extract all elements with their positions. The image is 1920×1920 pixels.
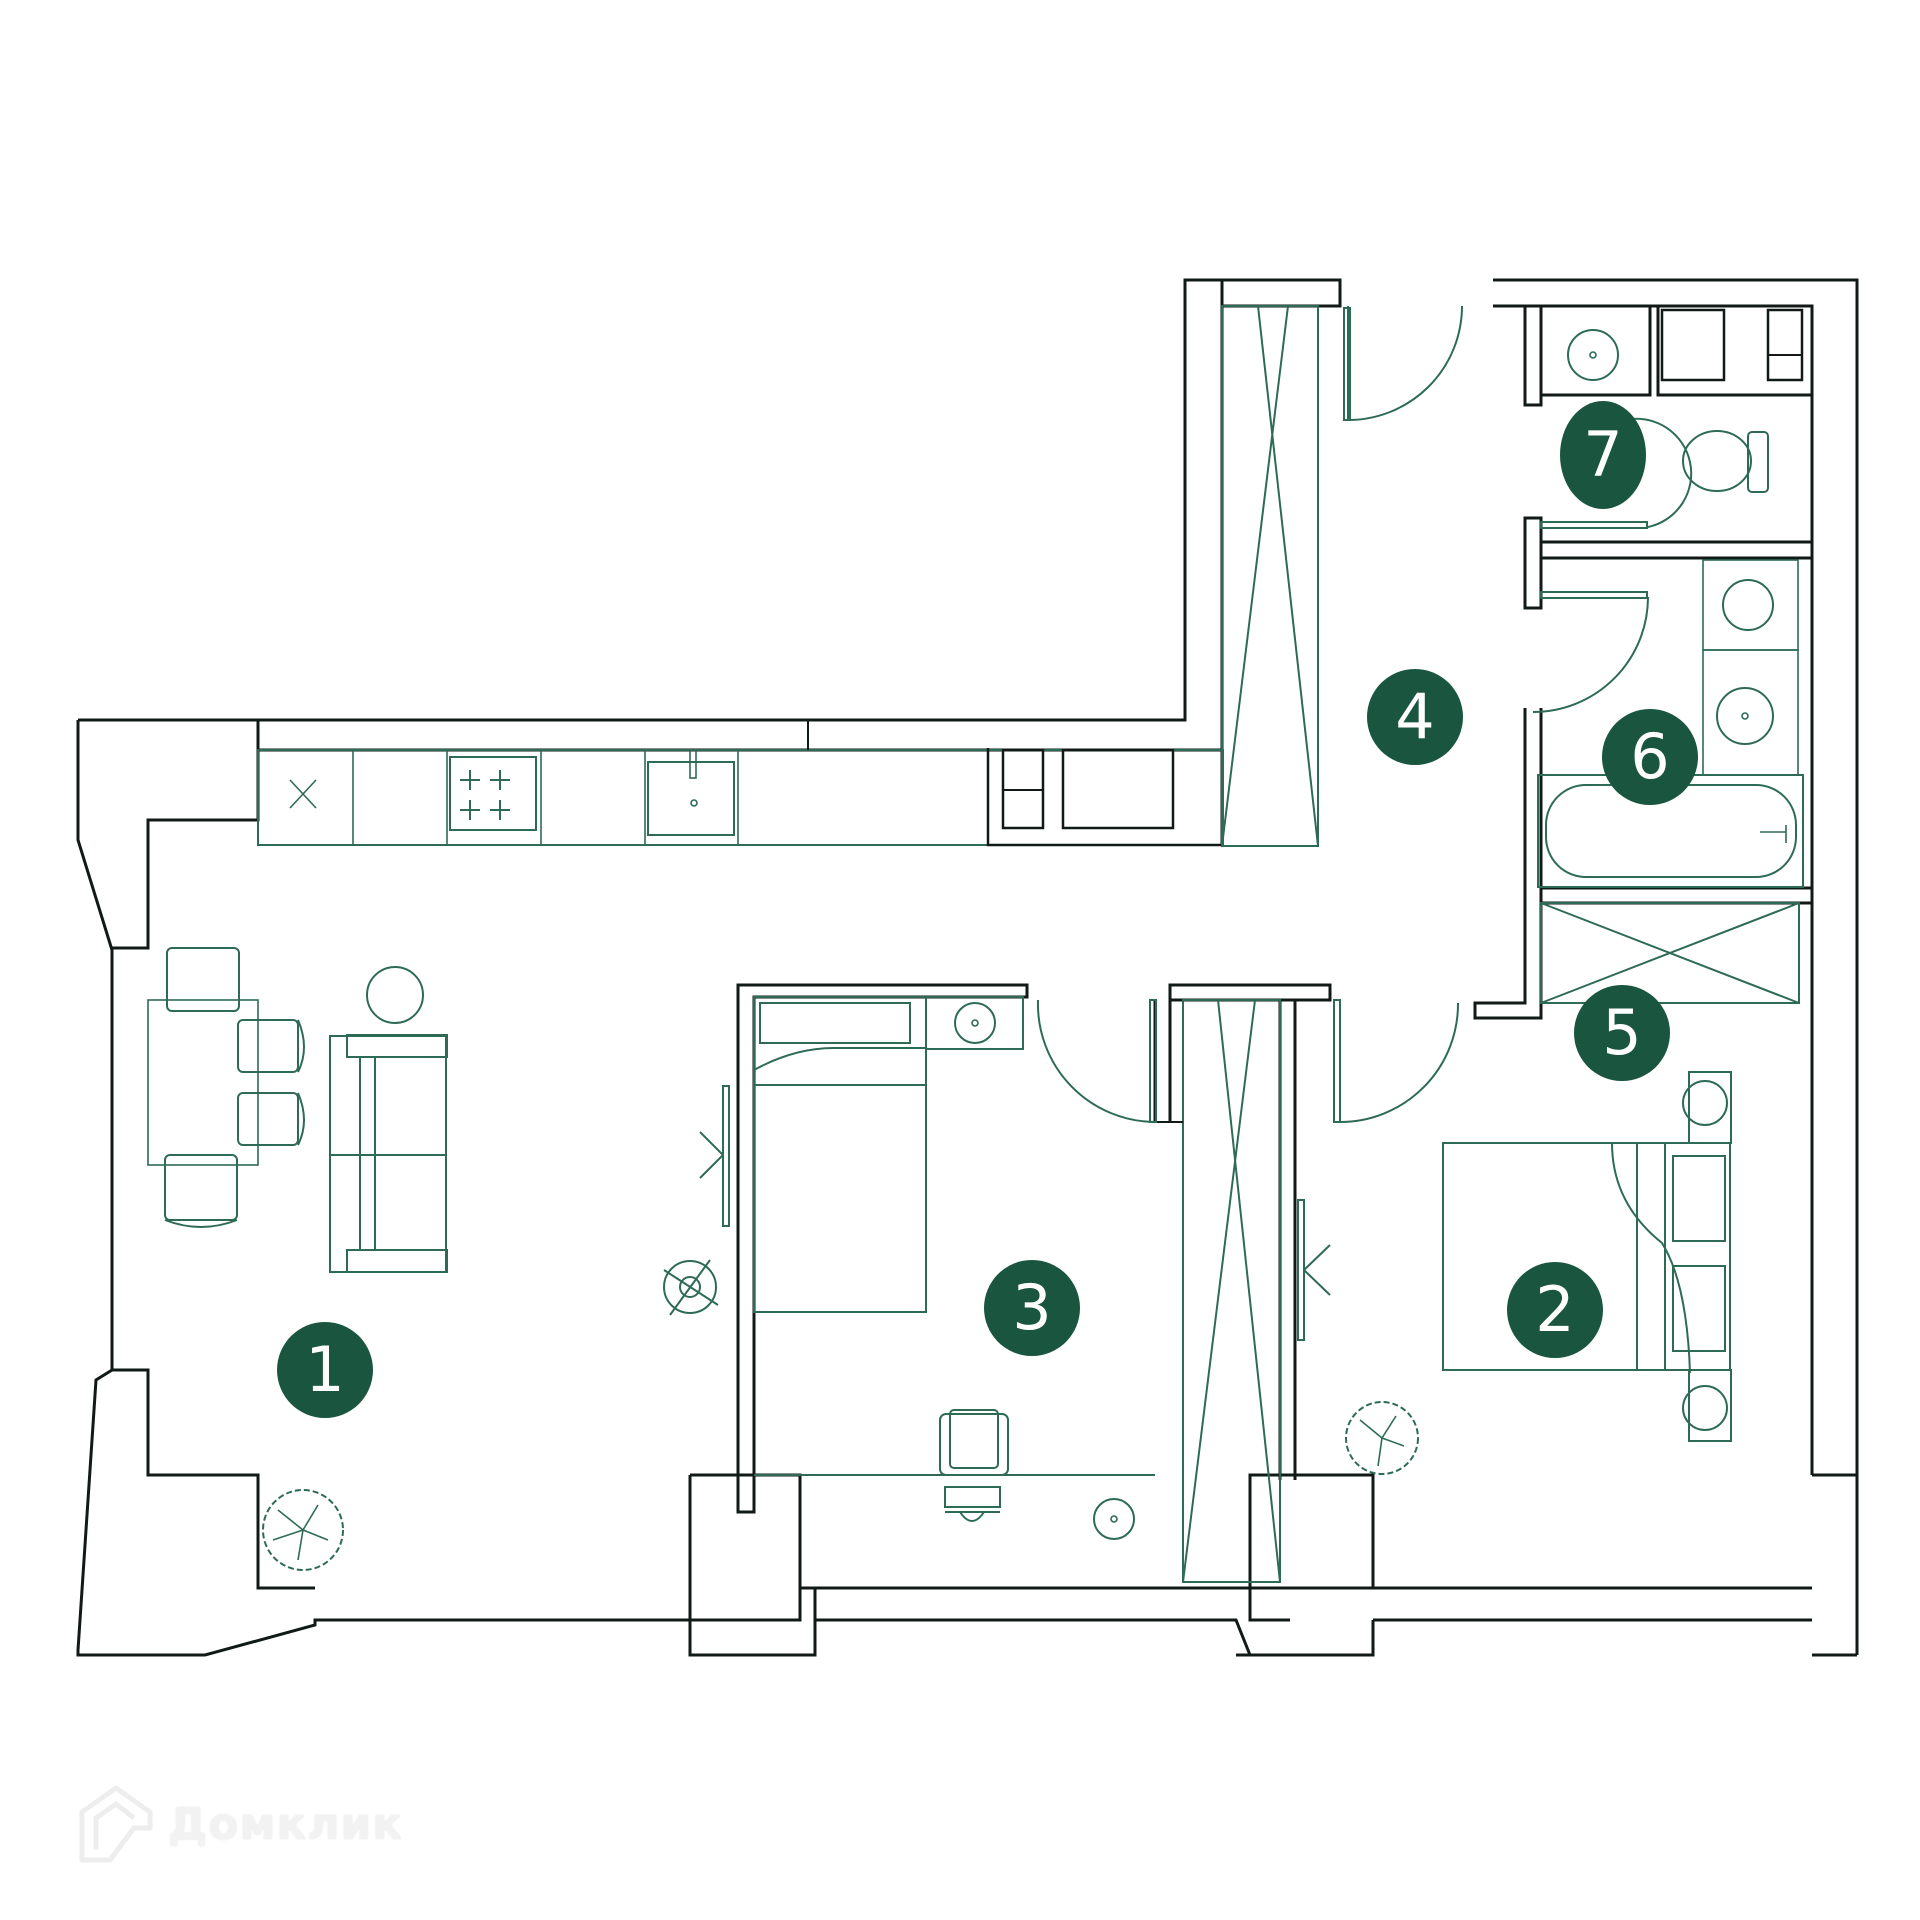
watermark-text: Домклик <box>168 1798 404 1850</box>
plant-bedroom <box>1345 1401 1419 1475</box>
wardrobe-hall <box>1221 305 1319 847</box>
plant-living <box>262 1489 344 1571</box>
doors <box>1036 305 1693 1123</box>
room-badge-1: 1 <box>277 1322 373 1418</box>
room-number: 7 <box>1583 418 1623 491</box>
room-number: 2 <box>1535 1273 1575 1346</box>
sofa <box>329 966 448 1273</box>
kitchen-counter <box>257 720 1224 847</box>
floor-lamp <box>663 1259 719 1316</box>
tv <box>699 1085 730 1227</box>
room-badge-5: 5 <box>1574 985 1670 1081</box>
room-badge-6: 6 <box>1602 709 1698 805</box>
dining-set <box>147 947 305 1228</box>
room-number: 1 <box>305 1333 345 1406</box>
room-badge-3: 3 <box>984 1260 1080 1356</box>
wardrobe-room3 <box>1155 999 1281 1583</box>
room-badge-2: 2 <box>1507 1262 1603 1358</box>
double-bed <box>1442 1071 1732 1442</box>
desk <box>754 1409 1155 1540</box>
watermark: Домклик <box>78 1784 403 1864</box>
single-bed <box>753 996 1024 1313</box>
house-logo-icon <box>79 1785 153 1863</box>
tv-room2 <box>1297 1199 1331 1341</box>
toilet-room-fixtures <box>1567 308 1804 493</box>
room-badge-7: 7 <box>1560 401 1646 509</box>
room-number: 4 <box>1395 680 1435 753</box>
storage-unit <box>1540 902 1800 1004</box>
room-number: 6 <box>1630 720 1670 793</box>
room-number: 5 <box>1602 996 1642 1069</box>
room-number: 3 <box>1012 1271 1052 1344</box>
room-badge-4: 4 <box>1367 669 1463 765</box>
